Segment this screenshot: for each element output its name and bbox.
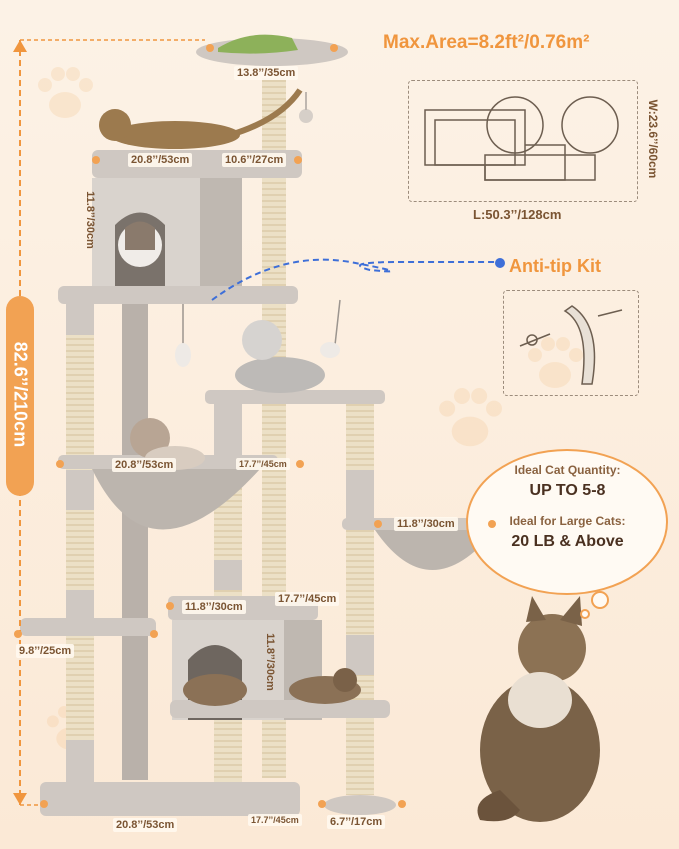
dim-dot (374, 520, 382, 528)
quantity-value: UP TO 5-8 (529, 482, 606, 499)
dim-dot (40, 800, 48, 808)
dim-upper-condo-height: 11.8’’/30cm (84, 191, 96, 249)
dim-dot (92, 156, 100, 164)
paw-print-icon (528, 337, 583, 388)
dim-hammock-width: 20.8’’/53cm (112, 458, 177, 472)
dim-top-platform-width: 20.8’’/53cm (128, 153, 193, 167)
dim-dot (206, 44, 214, 52)
footprint-outline (424, 96, 619, 181)
anti-tip-diagram (503, 290, 639, 396)
footprint-diagram (408, 80, 638, 202)
dim-dot (488, 520, 496, 528)
dim-dot (14, 630, 22, 638)
dim-dot (150, 630, 158, 638)
dim-base-width: 20.8’’/53cm (113, 818, 178, 832)
paw-print-icon (439, 388, 502, 447)
dim-side-step: 9.8’’/25cm (16, 644, 75, 658)
dim-base-depth: 17.7’’/45cm (248, 814, 302, 826)
paw-print-icon (38, 67, 93, 118)
thought-bubble (466, 449, 668, 619)
cat-on-top-platform (99, 88, 303, 149)
cat-on-mid-platform (235, 320, 325, 393)
height-bar (6, 296, 34, 496)
weight-title: Ideal for Large Cats: (509, 514, 626, 528)
dim-dot (294, 156, 302, 164)
cats-in-lower-condo (183, 668, 361, 706)
dim-top-platform-depth: 10.6’’/27cm (222, 153, 287, 167)
long-hair-cat (477, 596, 600, 822)
dim-side-basket: 11.8’’/30cm (394, 517, 458, 531)
dim-dot (398, 800, 406, 808)
max-area-headline: Max.Area=8.2ft²/0.76m² (383, 32, 590, 53)
dim-dot (56, 460, 64, 468)
dim-lower-condo-depth: 17.7’’/45cm (275, 592, 340, 606)
anti-tip-hardware-icon (519, 305, 623, 385)
footprint-width: W:23.6’’/60cm (646, 99, 660, 179)
footprint-length: L:50.3’’/128cm (473, 207, 562, 222)
weight-value: 20 LB & Above (511, 533, 624, 550)
anti-tip-title: Anti-tip Kit (509, 256, 601, 276)
dim-top-perch: 13.8’’/35cm (234, 66, 299, 80)
dim-dot (318, 800, 326, 808)
dim-pad-diameter: 6.7’’/17cm (327, 815, 386, 829)
dim-lower-condo-height: 11.8’’/30cm (264, 633, 276, 691)
cat-in-upper-condo (118, 221, 162, 267)
dim-lower-condo-width: 11.8’’/30cm (182, 600, 246, 614)
dim-dot (296, 460, 304, 468)
quantity-title: Ideal Cat Quantity: (514, 463, 621, 477)
dim-dot (330, 44, 338, 52)
height-label: 82.6’’/210cm (10, 341, 31, 448)
dim-dot (166, 602, 174, 610)
dim-mid-platform-depth: 17.7’’/45cm (236, 458, 290, 470)
